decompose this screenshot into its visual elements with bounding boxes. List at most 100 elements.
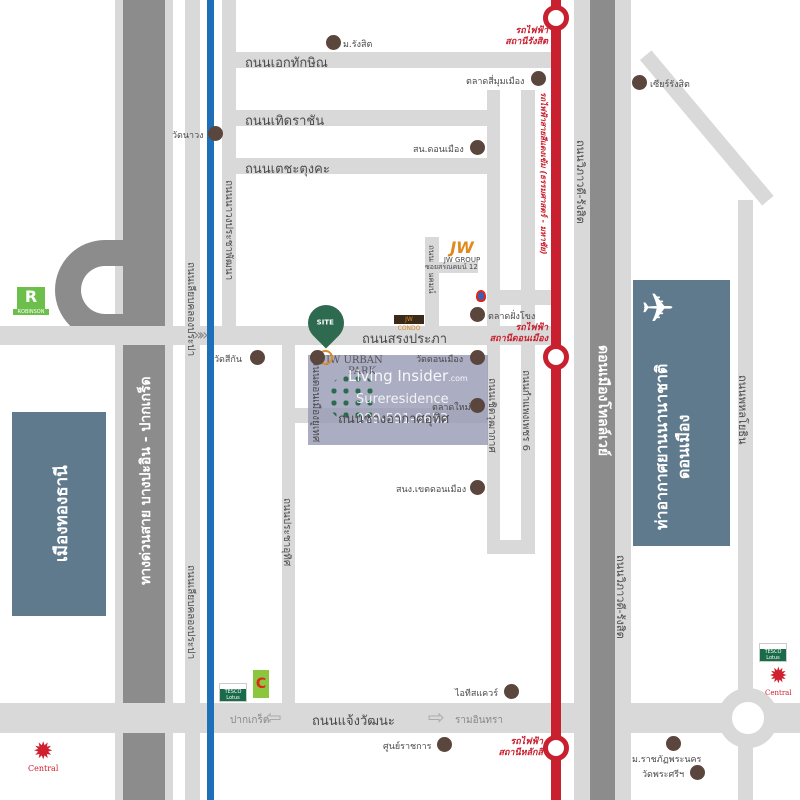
canal <box>207 0 214 800</box>
label-changakat: ถนนช่างอากาศอุทิศ <box>338 412 450 427</box>
road-chaengwattana <box>0 703 800 733</box>
label-choetwuthakat: ถนนเชิดวุฒากาศ <box>486 378 497 453</box>
arrow-left-icon: ⇦ <box>265 705 282 729</box>
label-vibhavadi-bottom: ถนนวิภาวดี-รังสิต <box>614 555 627 639</box>
red-line-rail <box>551 0 561 800</box>
project-name-2: PARK <box>348 366 377 377</box>
poi-dot[interactable] <box>470 140 485 155</box>
tree-logo-icon <box>328 373 378 423</box>
central-text: Central <box>28 764 59 773</box>
donmueang-tollway <box>590 0 615 800</box>
poi-dot[interactable] <box>470 350 485 365</box>
site-area: JW URBAN PARK Living Insider.com Sureres… <box>308 355 488 445</box>
watermark-domain: .com <box>448 374 468 383</box>
label-nawong: ถนนนาวงประชาพัฒนา <box>223 180 234 281</box>
label-soi-soranakhom: ซอยสรณคมน์ 12 <box>425 262 478 273</box>
label-expressway: ทางด่วนสาย บางปะอิน - ปากเกร็ด <box>138 376 154 585</box>
station-label-rangsit: รถไฟฟ้า สถานีรังสิต <box>505 26 548 47</box>
road-prachauthit <box>282 345 295 705</box>
poi-si-mum-mueang: ตลาดสี่มุมเมือง <box>466 77 525 87</box>
label-ekthakshin: ถนนเอกทักษิณ <box>245 56 328 71</box>
label-phahonyothin: ถนนพหลโยธิน <box>736 375 749 445</box>
label-liab-khlong-top: ถนนเลียบคลองประปา <box>185 262 196 357</box>
poi-dot[interactable] <box>470 480 485 495</box>
poi-wat-phra-si: วัดพระศรีฯ <box>642 770 685 780</box>
label-to-ramintra: รามอินทรา <box>455 715 503 726</box>
poi-sn-donmueang: สน.ดอนเมือง <box>413 145 464 155</box>
jw-group-text: JW GROUP <box>443 256 481 264</box>
mueang-thong-label: เมืองทองธานี <box>52 465 72 562</box>
label-songprapha: ถนนสรงประภา <box>362 332 447 347</box>
label-canal: คลองประปา <box>205 218 213 255</box>
poi-rajabhat: ม.ราชภัฏพระนคร <box>632 755 702 765</box>
label-liab-khlong-bottom: ถนนเลียบคลองประปา <box>185 565 196 660</box>
label-techatungkha: ถนนเตชะตุงคะ <box>245 162 330 177</box>
road-kamphaengphet6 <box>521 90 535 554</box>
poi-wat-nawong: วัดนาวง <box>172 131 204 141</box>
road-phahonyothin-diag <box>640 50 774 206</box>
road-ekthakshin <box>222 52 560 68</box>
road-thoetrachan <box>222 110 500 126</box>
road-phahonyothin <box>738 200 753 800</box>
station-rangsit[interactable] <box>543 5 569 31</box>
road-techatungkha <box>222 158 500 174</box>
arrow-right-icon: ⇨ <box>428 705 445 729</box>
label-vibhavadi-top: ถนนวิภาวดี-รังสิต <box>574 140 587 224</box>
mueang-thong-area: เมืองทองธานี <box>12 412 106 616</box>
watermark-phone: 099-591-9653 <box>356 412 449 427</box>
roundabout <box>718 688 778 748</box>
poi-dot[interactable] <box>504 684 519 699</box>
poi-dot[interactable] <box>326 35 341 50</box>
tesco-logo-right: TESCO Lotus <box>759 643 787 662</box>
road-choetwuthakat <box>487 90 500 554</box>
poi-rangsit-u: ม.รังสิต <box>343 40 373 50</box>
poi-talat-fang-khlong: ตลาดฝั่งโขง <box>488 312 536 322</box>
road-nawong <box>222 0 236 345</box>
jw-condo-logo: JW CONDO <box>394 315 424 332</box>
label-to-pakkret: ปากเกร็ด <box>230 715 270 726</box>
central-logo-right: ✹ Central <box>765 665 792 698</box>
robinson-text: ROBINSON <box>13 309 49 315</box>
airplane-icon: ✈ <box>641 286 675 332</box>
station-label-laksi: รถไฟฟ้า สถานีหลักสี่ <box>498 737 543 758</box>
poi-dot[interactable] <box>250 350 265 365</box>
label-kamphaengphet6: ถนนกำแพงเพชร 6 <box>520 370 531 452</box>
airport-label: ท่าอากาศยานนานาชาติ ดอนเมือง <box>652 363 693 530</box>
poi-dot[interactable] <box>531 71 546 86</box>
poi-sanamkhet: สนง.เขตดอนเมือง <box>396 485 467 495</box>
u-turn-ramp <box>55 240 145 340</box>
station-donmueang[interactable] <box>543 344 569 370</box>
central-text: Central <box>765 689 792 697</box>
watermark-brand-text: Living Insider <box>348 367 449 385</box>
jw-group-logo: JW JW GROUP <box>437 240 487 265</box>
poi-dot[interactable] <box>632 75 647 90</box>
station-laksi[interactable] <box>543 735 569 761</box>
road-soranakhom <box>425 237 439 327</box>
poi-dot[interactable] <box>690 765 705 780</box>
poi-wat-si-kan: วัดสีกัน <box>214 355 242 365</box>
chevron-arrows-icon: »» <box>193 325 208 344</box>
label-prachauthit: ถนนประชาอุทิศ <box>281 498 292 567</box>
poi-dot[interactable] <box>208 126 223 141</box>
poi-dot[interactable] <box>310 350 325 365</box>
road-liab-khlong-prapa <box>185 0 200 800</box>
label-donmueang-guard: ถนนดอนเมืองยูเทศ <box>310 360 321 443</box>
big-c-logo: C <box>253 670 269 698</box>
robinson-logo: R ROBINSON <box>13 287 49 323</box>
watermark-brand: Living Insider.com <box>348 367 468 385</box>
label-chaengwattana: ถนนแจ้งวัฒนะ <box>312 714 395 729</box>
poi-dot[interactable] <box>437 737 452 752</box>
poi-dot[interactable] <box>666 736 681 751</box>
airport-area: ✈ ท่าอากาศยานนานาชาติ ดอนเมือง <box>633 280 730 546</box>
poi-dot[interactable] <box>470 398 485 413</box>
watermark-line2: Sureresidence <box>356 392 449 407</box>
label-donmueang-tollway: ดอนเมืองโทลล์เวย์ <box>595 345 611 457</box>
poi-dot[interactable] <box>470 307 485 322</box>
poi-government-center: ศูนย์ราชการ <box>383 742 432 752</box>
gas-station-icon <box>476 290 486 302</box>
central-icon: ✹ <box>33 737 54 765</box>
tesco-logo-left: TESCO Lotus <box>219 683 247 702</box>
poi-wat-donmueang: วัดดอนเมือง <box>416 355 464 365</box>
central-logo-left: ✹ Central <box>28 738 58 773</box>
